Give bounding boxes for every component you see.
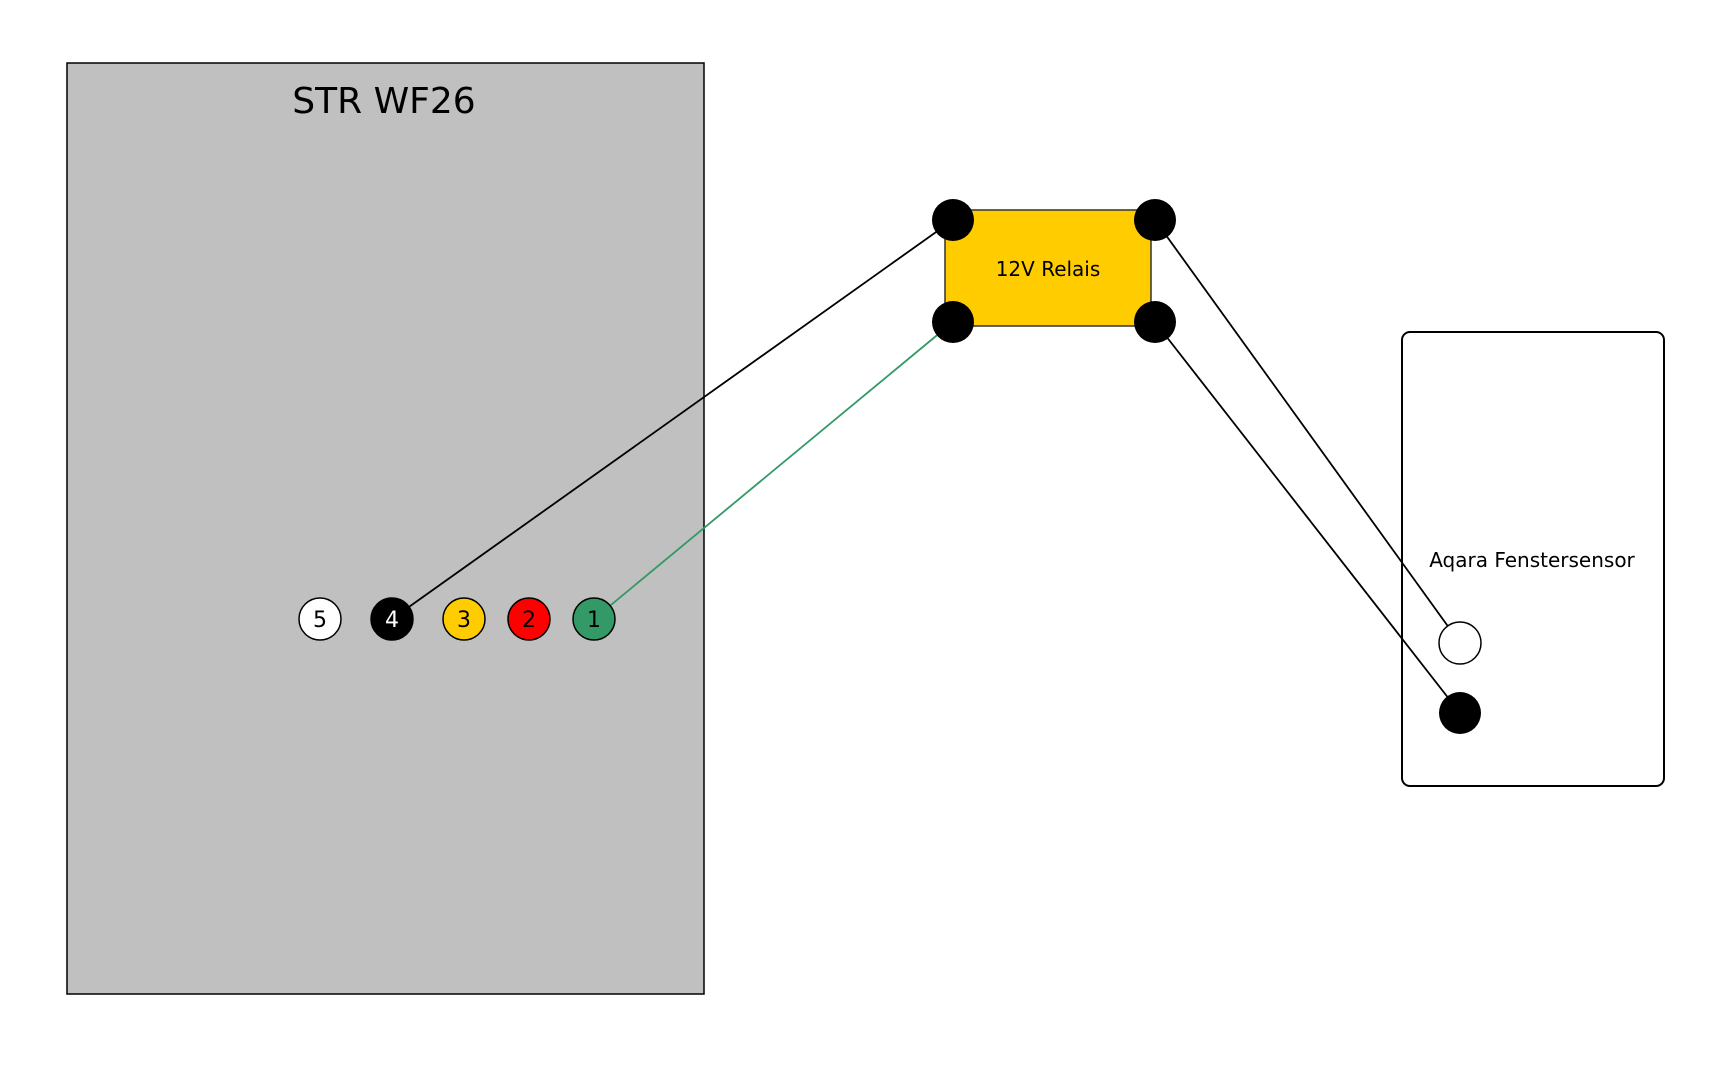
controller-title: STR WF26 bbox=[292, 81, 475, 122]
wire-relay-top-right-sensor-contact-white[interactable] bbox=[1154, 219, 1461, 644]
terminal-4[interactable] bbox=[370, 597, 414, 641]
sensor-contact-white[interactable] bbox=[1438, 621, 1482, 665]
wire-terminal-4-relay-top-left[interactable] bbox=[391, 219, 954, 620]
wire-relay-bottom-right-sensor-contact-black[interactable] bbox=[1154, 321, 1461, 714]
wire-terminal-1-relay-bottom-left[interactable] bbox=[593, 321, 954, 620]
relay-box[interactable] bbox=[944, 209, 1152, 327]
terminal-label: 2 bbox=[522, 608, 536, 633]
terminal-label: 1 bbox=[587, 608, 601, 633]
controller-box[interactable] bbox=[66, 62, 705, 995]
relay-contact-top-left[interactable] bbox=[932, 199, 974, 241]
terminal-3[interactable] bbox=[442, 597, 486, 641]
relay-contact-top-right[interactable] bbox=[1134, 199, 1176, 241]
terminal-label: 5 bbox=[313, 608, 327, 633]
sensor-box[interactable] bbox=[1401, 331, 1665, 787]
relay-contact-bottom-right[interactable] bbox=[1134, 301, 1176, 343]
terminal-5[interactable] bbox=[298, 597, 342, 641]
sensor-label: Aqara Fenstersensor bbox=[1429, 548, 1635, 572]
terminal-label: 4 bbox=[385, 608, 399, 633]
terminal-2[interactable] bbox=[507, 597, 551, 641]
sensor-contact-black[interactable] bbox=[1439, 692, 1481, 734]
terminal-1[interactable] bbox=[572, 597, 616, 641]
terminal-label: 3 bbox=[457, 608, 471, 633]
relay-contact-bottom-left[interactable] bbox=[932, 301, 974, 343]
relay-label: 12V Relais bbox=[996, 257, 1101, 281]
